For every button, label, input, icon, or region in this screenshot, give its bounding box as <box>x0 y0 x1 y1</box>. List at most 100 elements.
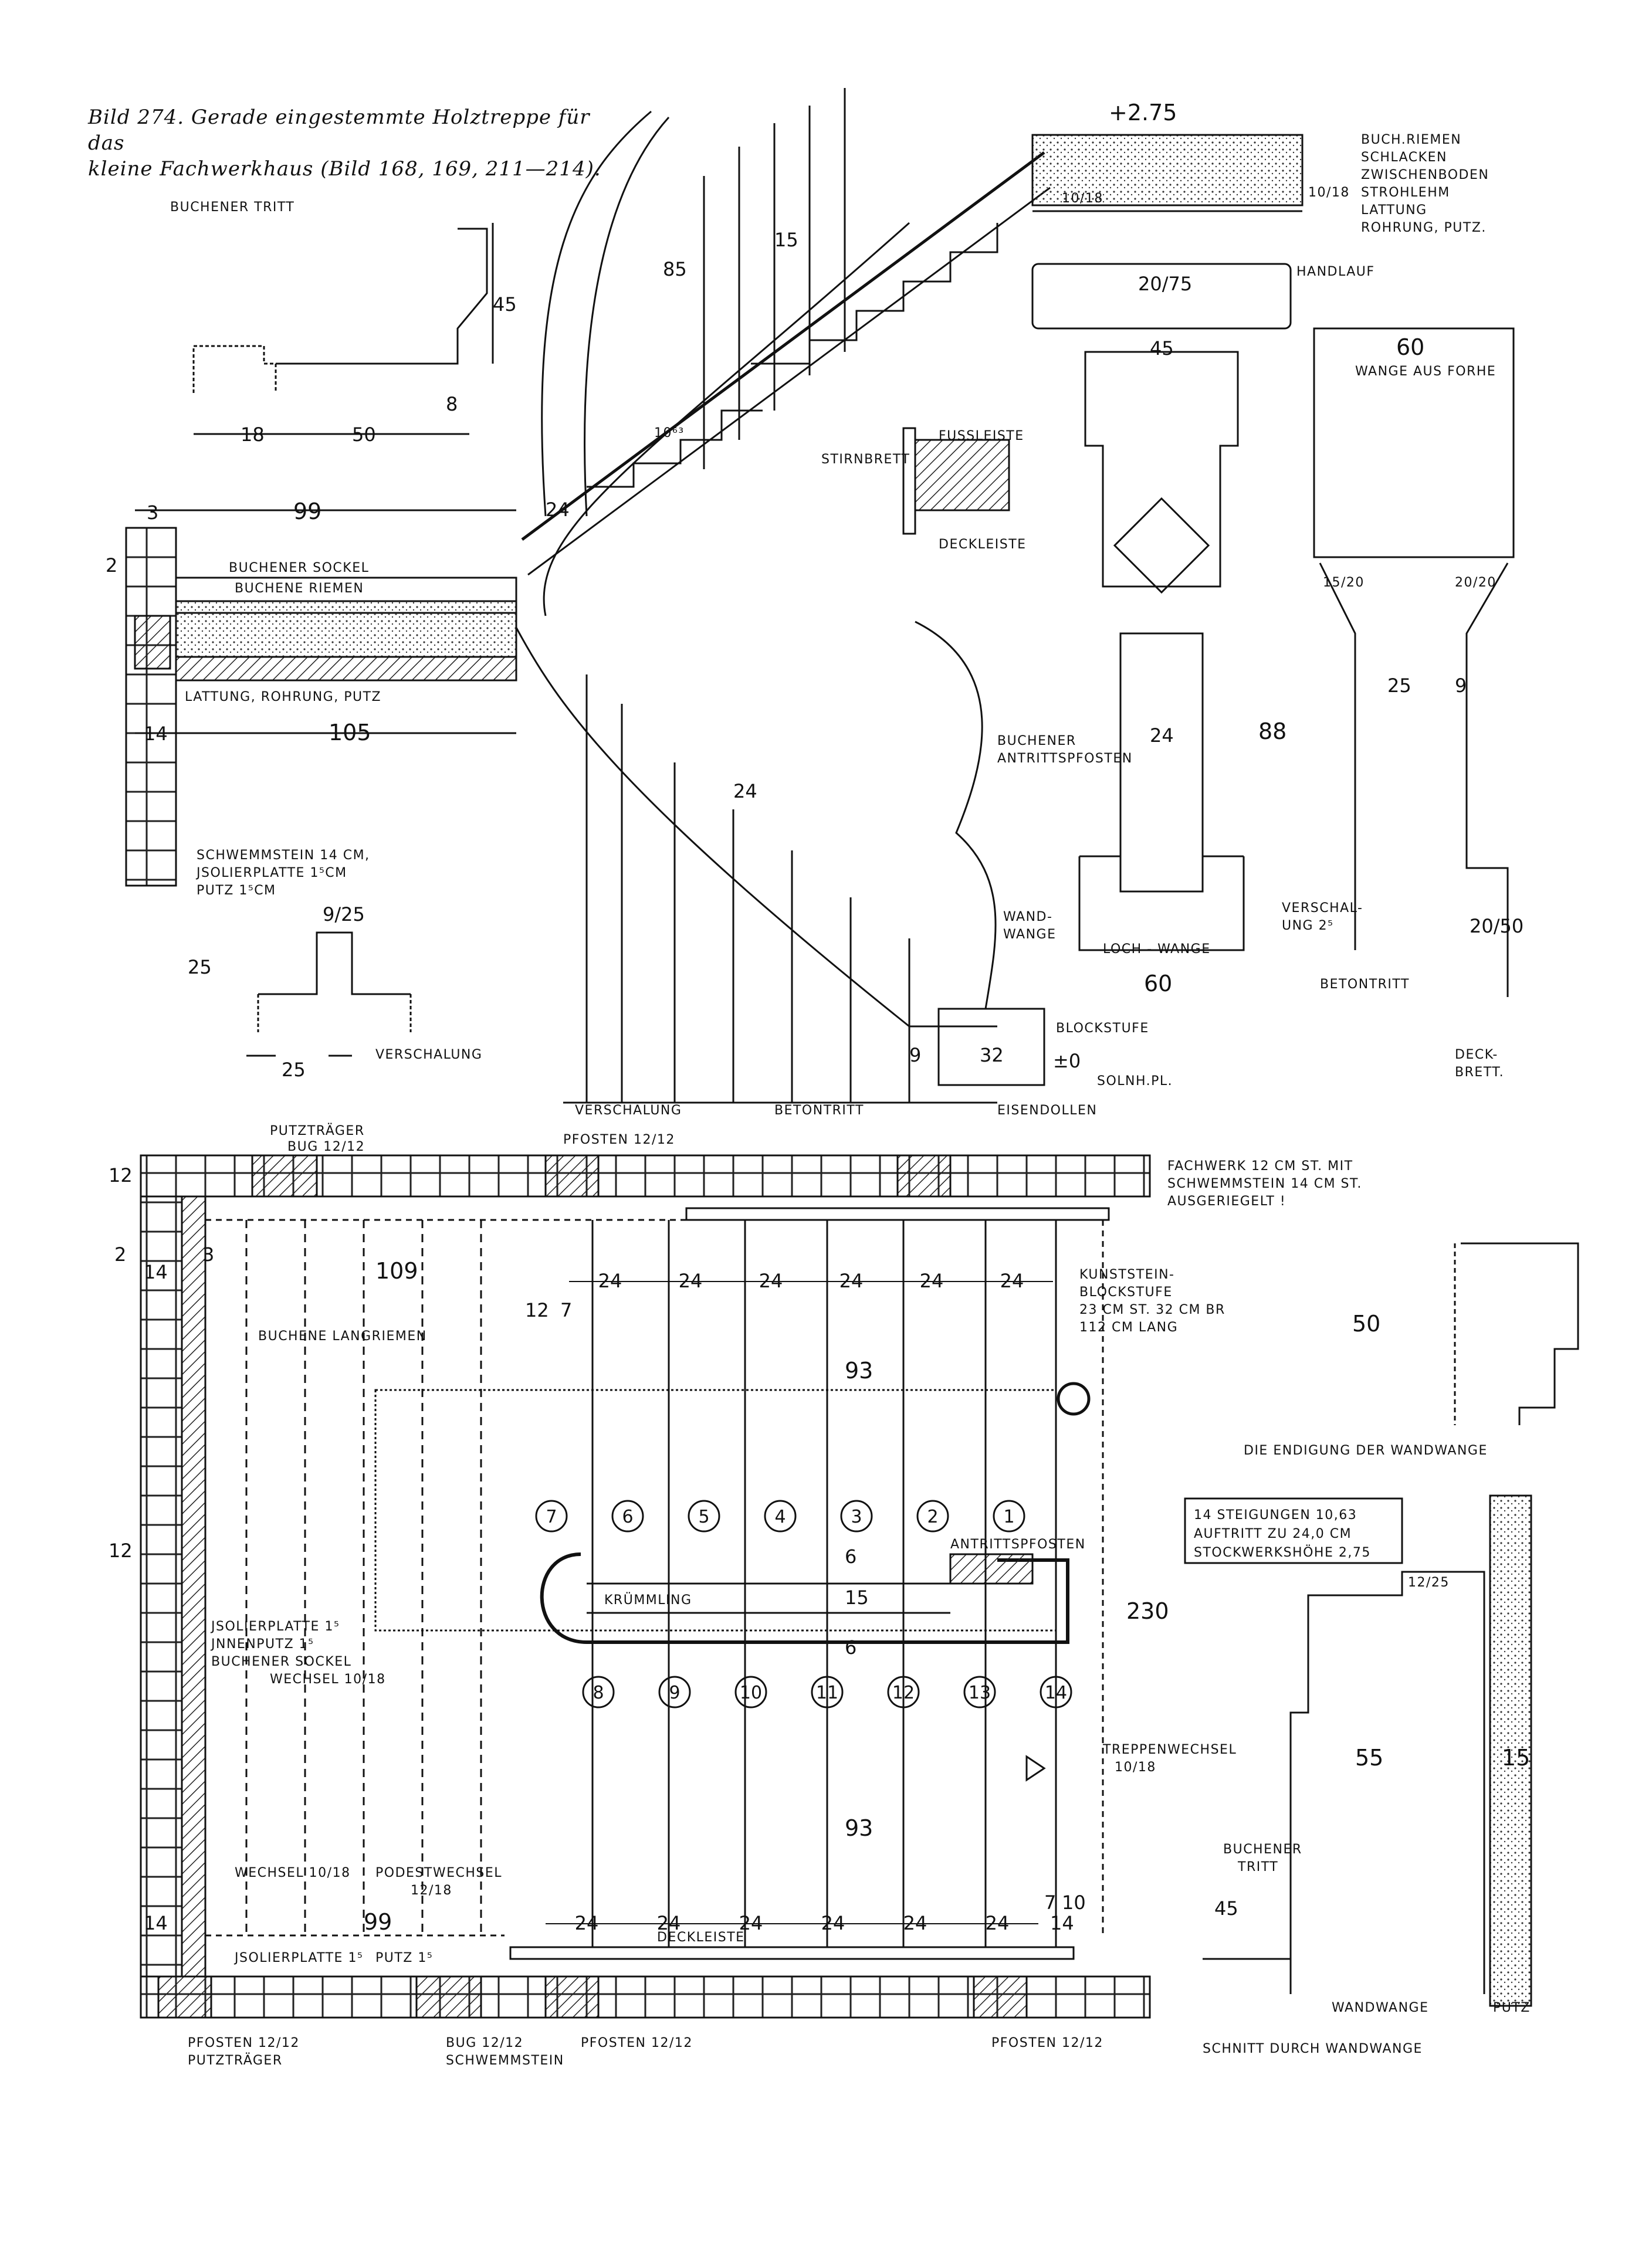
note-stockwerkshoehe: STOCKWERKSHÖHE 2,75 <box>1194 1545 1371 1560</box>
level-275: +2.75 <box>1109 100 1177 126</box>
label-kunststein-4: 112 CM LANG <box>1079 1320 1178 1335</box>
verschalung-profile <box>246 931 412 1057</box>
dim-18: 18 <box>241 423 265 446</box>
label-putz-section: PUTZ <box>1493 2001 1531 2015</box>
step-top-circle <box>993 1500 1025 1533</box>
label-zwischenboden: ZWISCHENBODEN <box>1361 168 1489 182</box>
run-top-value: 24 <box>1000 1270 1024 1292</box>
plan-tread-lines <box>245 1220 1057 1947</box>
dim-14-plan-bottom: 14 <box>144 1912 168 1934</box>
ceiling-section <box>1031 134 1304 212</box>
caption-line-1: Bild 274. Gerade eingestemmte Holztreppe… <box>88 106 590 155</box>
dim-10-18: 10/18 <box>1308 185 1350 200</box>
floor-section <box>125 509 517 887</box>
label-buch-riemen: BUCH.RIEMEN <box>1361 133 1461 147</box>
step-bottom-circle <box>1040 1676 1072 1708</box>
dim-10-63: 10⁶³ <box>654 426 685 440</box>
dim-3: 3 <box>147 501 158 524</box>
dim-9: 9 <box>909 1044 921 1066</box>
dim-55: 55 <box>1355 1745 1383 1771</box>
dim-9-wange: 9 <box>1455 674 1467 697</box>
step-bottom-circle <box>963 1676 996 1708</box>
label-verschalung-post: VERSCHAL- <box>1282 901 1363 916</box>
dim-10-plan: 10 <box>1062 1891 1086 1914</box>
step-bottom-circle <box>734 1676 767 1708</box>
label-jsolierplatte: JSOLIERPLATTE 1⁵CM <box>195 866 347 880</box>
stair-elevation <box>515 88 1051 1104</box>
step-bottom-circle <box>658 1676 691 1708</box>
dim-20-20: 20/20 <box>1455 575 1497 590</box>
run-bottom-value: 24 <box>903 1912 927 1934</box>
dim-230: 230 <box>1126 1598 1169 1624</box>
dim-9-25: 9/25 <box>323 903 365 925</box>
dim-8: 8 <box>446 393 458 415</box>
label-antrittspfosten-1: BUCHENER <box>997 734 1076 748</box>
dim-2-plan: 2 <box>114 1243 126 1266</box>
label-putztraeger-bottom: PUTZTRÄGER <box>188 2053 283 2068</box>
step-top-circle <box>916 1500 949 1533</box>
dim-2: 2 <box>106 554 117 577</box>
dim-99: 99 <box>293 499 321 524</box>
label-buchene-riemen: BUCHENE RIEMEN <box>235 581 364 596</box>
label-antrittspfosten-2: ANTRITTSPFOSTEN <box>997 751 1133 766</box>
step-top-number: 7 <box>546 1507 557 1527</box>
dim-12: 12 <box>525 1299 549 1321</box>
label-deckbrett-2: BRETT. <box>1455 1065 1504 1080</box>
dim-7: 7 <box>560 1299 572 1321</box>
label-putz: PUTZ 1⁵CM <box>197 883 276 898</box>
label-verschalung-bottom: VERSCHALUNG <box>575 1103 682 1118</box>
dim-12-12-left-a: 12 <box>109 1164 133 1186</box>
label-strohlehm: STROHLEHM <box>1361 185 1450 200</box>
dim-24-post: 24 <box>1150 724 1174 747</box>
step-top-circle <box>535 1500 568 1533</box>
step-top-number: 3 <box>851 1507 862 1527</box>
label-podestwechsel: PODESTWECHSEL <box>375 1866 502 1880</box>
label-bug: BUG 12/12 <box>287 1140 365 1154</box>
label-sockel-plan: BUCHENER SOCKEL <box>211 1655 351 1669</box>
label-fachwerk-3: AUSGERIEGELT ! <box>1167 1194 1286 1209</box>
step-bottom-number: 12 <box>892 1683 915 1703</box>
run-bottom-value: 24 <box>821 1912 845 1934</box>
label-kunststein-3: 23 CM ST. 32 CM BR <box>1079 1303 1225 1317</box>
label-solnh: SOLNH.PL. <box>1097 1074 1173 1089</box>
label-antrittspfosten: ANTRITTSPFOSTEN <box>950 1537 1086 1552</box>
label-putztraeger: PUTZTRÄGER <box>270 1123 365 1138</box>
label-podestwechsel-2: 12/18 <box>411 1883 452 1898</box>
step-top-number: 5 <box>698 1507 709 1527</box>
dim-15-plan: 15 <box>845 1586 869 1609</box>
dim-45: 45 <box>493 293 517 316</box>
dim-93-bottom: 93 <box>845 1815 873 1841</box>
step-top-circle <box>840 1500 873 1533</box>
step-bottom-circle <box>582 1676 615 1708</box>
label-handlauf: HANDLAUF <box>1296 265 1375 279</box>
label-verschalung: VERSCHALUNG <box>375 1047 482 1062</box>
level-zero: ±0 <box>1053 1050 1081 1072</box>
label-kunststein-2: BLOCKSTUFE <box>1079 1285 1173 1300</box>
dim-14: 14 <box>144 723 168 745</box>
step-top-number: 1 <box>1003 1507 1014 1527</box>
label-treppenwechsel: TREPPENWECHSEL <box>1102 1742 1237 1757</box>
note-steigungen: 14 STEIGUNGEN 10,63 <box>1194 1508 1357 1523</box>
dim-7-plan: 7 <box>1044 1891 1056 1914</box>
label-jsolierplatte-plan: JSOLIERPLATTE 1⁵ <box>210 1619 340 1634</box>
step-bottom-number: 11 <box>816 1683 838 1703</box>
label-langriemen: BUCHENE LANGRIEMEN <box>258 1329 427 1344</box>
label-wandwange-2: WANGE <box>1003 927 1057 942</box>
label-pfosten-bottom-right: PFOSTEN 12/12 <box>991 2036 1103 2050</box>
dim-32: 32 <box>980 1044 1004 1066</box>
run-top-value: 24 <box>679 1270 703 1292</box>
label-endigung: DIE ENDIGUNG DER WANDWANGE <box>1244 1443 1488 1458</box>
dim-45-section: 45 <box>1214 1897 1238 1920</box>
caption-line-2: kleine Fachwerkhaus (Bild 168, 169, 211—… <box>88 157 601 181</box>
dim-60: 60 <box>1396 334 1424 360</box>
label-lochwange: LOCH - WANGE <box>1103 942 1211 957</box>
run-bottom-value: 24 <box>657 1912 681 1934</box>
step-top-circle <box>611 1500 644 1533</box>
label-schnitt: SCHNITT DURCH WANDWANGE <box>1203 2042 1423 2056</box>
label-buchener-tritt-section: BUCHENER <box>1223 1842 1302 1857</box>
label-kruemmling: KRÜMMLING <box>604 1592 692 1608</box>
